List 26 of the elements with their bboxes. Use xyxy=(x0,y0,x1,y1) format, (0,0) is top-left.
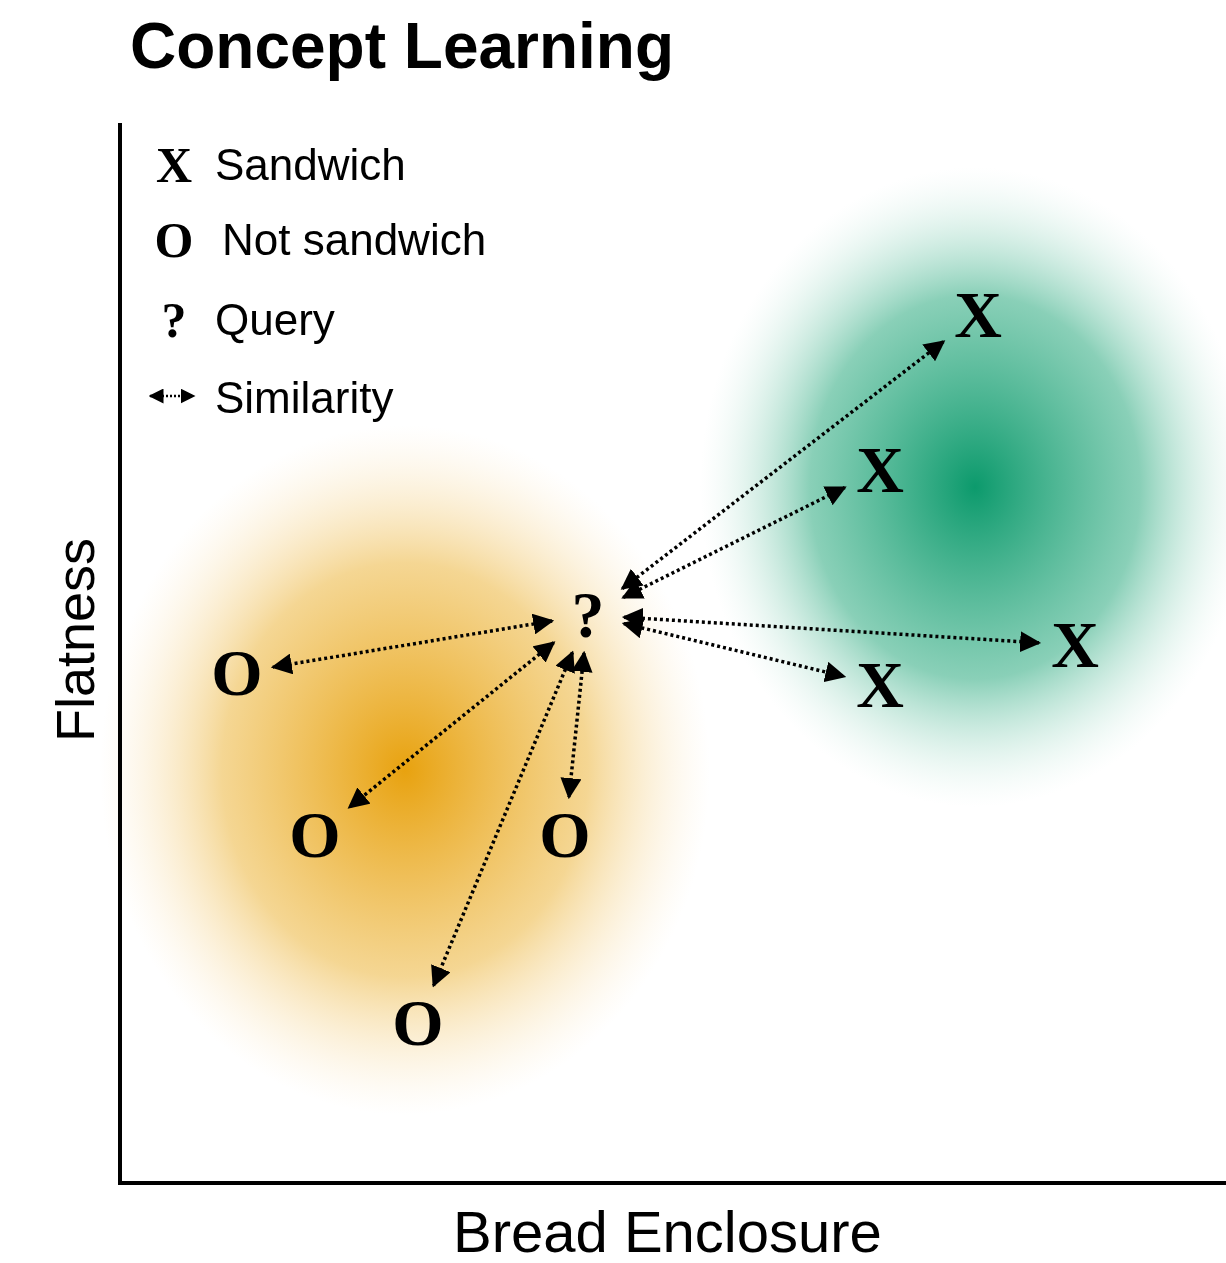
legend-label: Sandwich xyxy=(215,143,406,187)
data-point: X xyxy=(852,440,908,500)
similarity-arrow xyxy=(560,650,593,800)
legend-label: Not sandwich xyxy=(222,218,487,262)
similarity-arrow xyxy=(621,485,847,600)
similarity-arrow xyxy=(620,340,946,590)
data-point: O xyxy=(287,805,343,865)
legend-symbol: X xyxy=(154,140,194,190)
similarity-arrow xyxy=(431,650,575,988)
similarity-arrow xyxy=(621,617,847,683)
similarity-arrow xyxy=(270,613,555,675)
data-point: X xyxy=(950,285,1006,345)
data-point: O xyxy=(390,993,446,1053)
similarity-arrow xyxy=(347,641,556,809)
axis-label: Bread Enclosure xyxy=(453,1203,882,1261)
data-point: O xyxy=(537,805,593,865)
legend-symbol: O xyxy=(153,215,195,265)
data-point: O xyxy=(209,643,265,703)
legend-symbol: ? xyxy=(160,295,188,345)
legend-label: Query xyxy=(215,298,335,342)
query-mark: ? xyxy=(560,585,616,645)
data-point: X xyxy=(1047,615,1103,675)
legend-label: Similarity xyxy=(215,376,394,420)
similarity-arrow xyxy=(621,607,1042,653)
data-point: X xyxy=(852,655,908,715)
axis-label: Flatness xyxy=(45,536,105,745)
